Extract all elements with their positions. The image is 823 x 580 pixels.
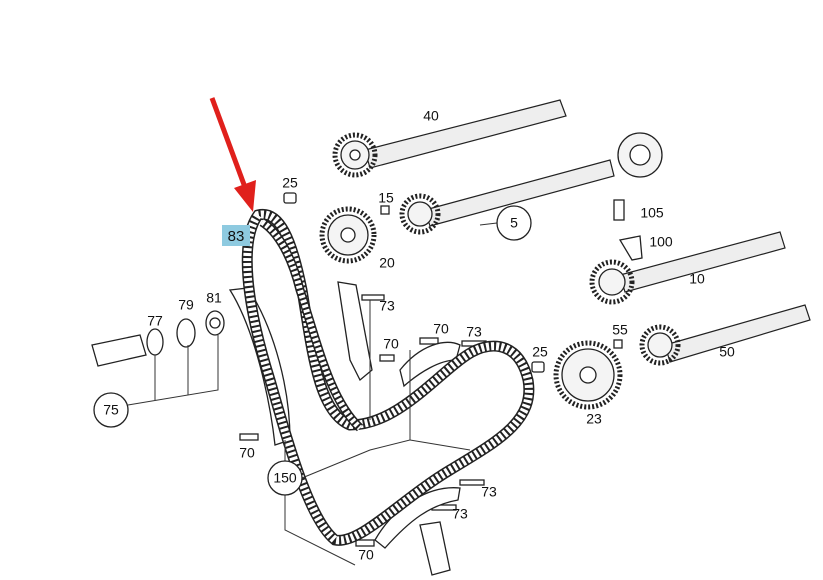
- label-73-upper: 73: [379, 298, 395, 314]
- label-50: 50: [719, 344, 735, 360]
- camshaft-50: [639, 304, 811, 366]
- label-25-lower: 25: [532, 344, 548, 360]
- label-70-left: 70: [239, 445, 255, 461]
- label-70-bottom: 70: [358, 547, 374, 563]
- leader-lines: [127, 222, 498, 566]
- sprocket-20: [319, 206, 377, 264]
- label-40: 40: [423, 108, 439, 124]
- label-79: 79: [178, 297, 194, 313]
- label-75: 75: [103, 402, 119, 418]
- label-25-upper: 25: [282, 175, 298, 191]
- label-15: 15: [378, 190, 394, 206]
- label-105: 105: [640, 205, 664, 221]
- sprocket-23: [553, 340, 623, 410]
- callout-circle-75: [93, 392, 129, 428]
- label-70-middle: 70: [433, 321, 449, 337]
- label-100: 100: [649, 234, 673, 250]
- tensioner-parts: [91, 310, 225, 367]
- label-150: 150: [273, 470, 297, 486]
- label-81: 81: [206, 290, 222, 306]
- label-5: 5: [510, 215, 518, 231]
- red-arrow-icon: [209, 97, 256, 212]
- label-55: 55: [612, 322, 628, 338]
- label-20: 20: [379, 255, 395, 271]
- timing-chain-83: [241, 209, 535, 546]
- label-73-lower-2: 73: [452, 506, 468, 522]
- label-73-middle: 73: [466, 324, 482, 340]
- label-73-lower-1: 73: [481, 484, 497, 500]
- label-70-upper: 70: [383, 336, 399, 352]
- label-23: 23: [586, 411, 602, 427]
- highlight-box-83: [222, 225, 250, 246]
- camshaft-5: [399, 132, 663, 235]
- callout-circle-150: [267, 460, 303, 496]
- camshaft-40: [332, 99, 567, 178]
- camshaft-10: [589, 231, 786, 305]
- callout-circle-5: [496, 205, 532, 241]
- label-10: 10: [689, 271, 705, 287]
- label-83: 83: [228, 228, 245, 245]
- small-parts: [239, 192, 643, 547]
- label-77: 77: [147, 313, 163, 329]
